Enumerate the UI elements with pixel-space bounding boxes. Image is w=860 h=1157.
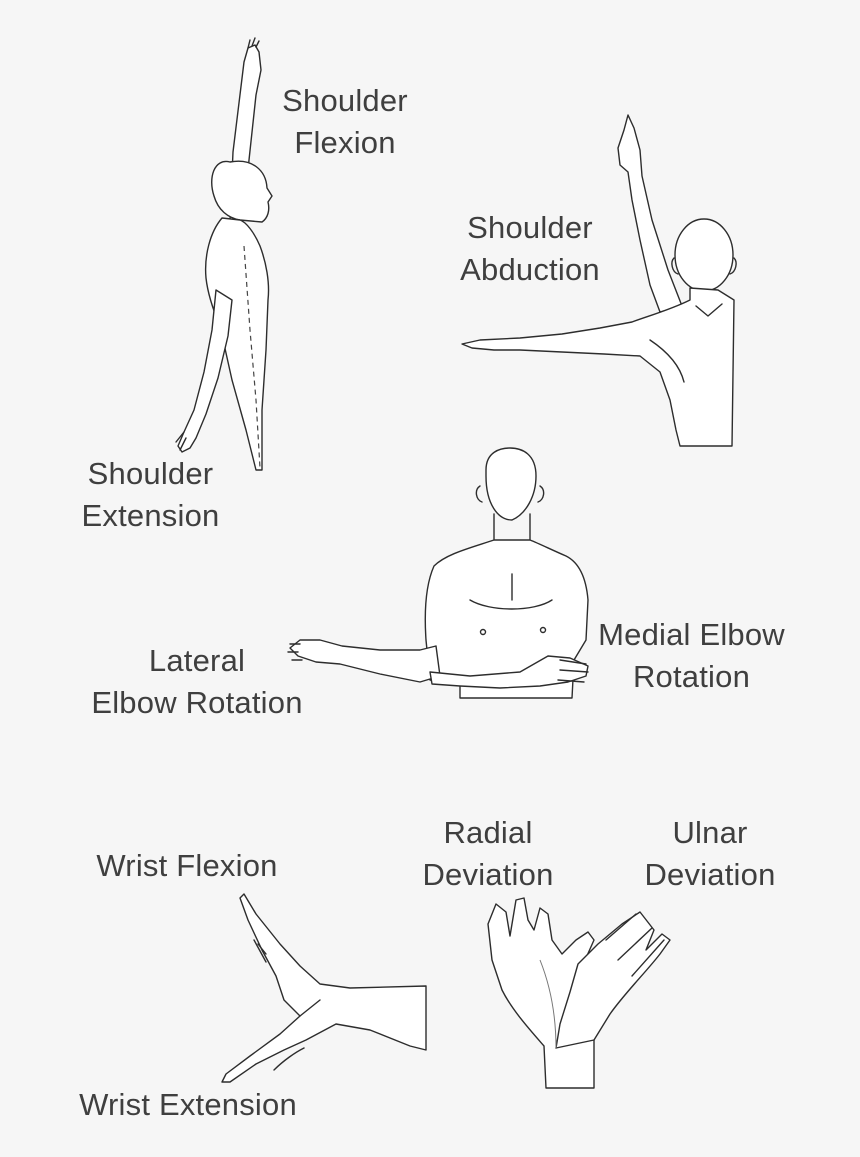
- shoulder-extension-line-1: Shoulder: [68, 453, 233, 495]
- shoulder-flexion-extension-figure: [176, 38, 272, 470]
- head-side: [212, 161, 272, 222]
- shoulder-abduction-label: Shoulder Abduction: [450, 207, 610, 291]
- radial-ulnar-deviation-figure: [488, 898, 670, 1088]
- ulnar-deviation-line-1: Ulnar: [634, 812, 786, 854]
- radial-deviation-line-2: Deviation: [412, 854, 564, 896]
- shoulder-abduction-line-1: Shoulder: [450, 207, 610, 249]
- elbow-rotation-figure: [288, 448, 588, 698]
- ulnar-deviation-hand: [556, 912, 670, 1048]
- wrist-flexion-label: Wrist Flexion: [82, 845, 292, 887]
- radial-deviation-line-1: Radial: [412, 812, 564, 854]
- wrist-extension-label: Wrist Extension: [62, 1084, 314, 1126]
- head-front: [486, 448, 536, 520]
- medial-elbow-rotation-line-2: Rotation: [584, 656, 799, 698]
- upper-back: [462, 288, 734, 446]
- lowered-arm: [178, 290, 232, 452]
- ulnar-deviation-label: Ulnar Deviation: [634, 812, 786, 896]
- shoulder-extension-label: Shoulder Extension: [68, 453, 233, 537]
- wrist-hands: [222, 894, 426, 1082]
- lateral-elbow-rotation-line-2: Elbow Rotation: [74, 682, 320, 724]
- shoulder-flexion-line-1: Shoulder: [270, 80, 420, 122]
- shoulder-flexion-line-2: Flexion: [270, 122, 420, 164]
- shoulder-extension-line-2: Extension: [68, 495, 233, 537]
- abducted-raised-arm: [618, 115, 682, 312]
- shoulder-abduction-line-2: Abduction: [450, 249, 610, 291]
- head-back: [675, 219, 733, 291]
- shoulder-flexion-label: Shoulder Flexion: [270, 80, 420, 164]
- wrist-flexion-extension-figure: [222, 894, 426, 1082]
- lateral-elbow-rotation-label: Lateral Elbow Rotation: [74, 640, 320, 724]
- ulnar-deviation-line-2: Deviation: [634, 854, 786, 896]
- radial-deviation-label: Radial Deviation: [412, 812, 564, 896]
- lateral-elbow-rotation-line-1: Lateral: [74, 640, 320, 682]
- medial-elbow-rotation-line-1: Medial Elbow: [584, 614, 799, 656]
- medial-elbow-rotation-label: Medial Elbow Rotation: [584, 614, 799, 698]
